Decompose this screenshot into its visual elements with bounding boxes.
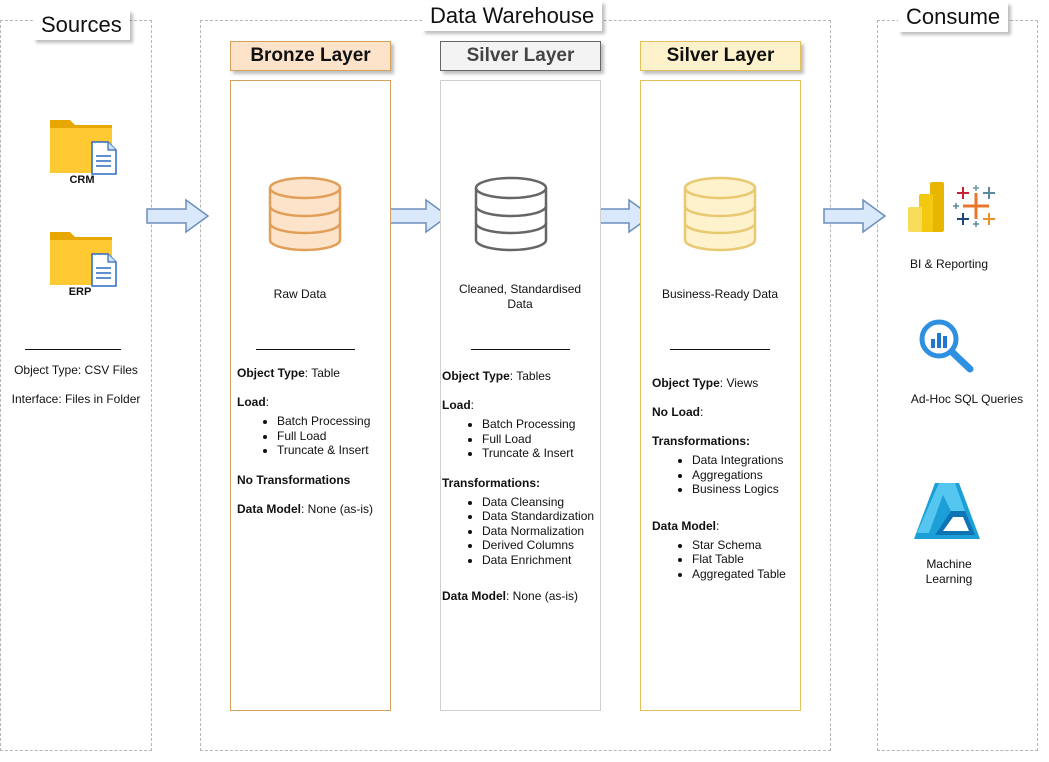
silver-details: Object Type: Tables Load: Batch Processi…	[442, 369, 598, 618]
bi-reporting-label: BI & Reporting	[909, 257, 989, 271]
silver-object-type-value: : Tables	[509, 369, 551, 383]
sources-interface: Interface: Files in Folder	[11, 392, 141, 406]
tableau-icon	[953, 185, 995, 227]
silver-database-icon	[474, 176, 548, 252]
gold-object-type-label: Object Type	[652, 376, 720, 390]
gold-load-suffix: :	[700, 405, 704, 419]
silver-load-list: Batch Processing Full Load Truncate & In…	[442, 417, 598, 461]
bronze-data-model-value: : None (as-is)	[301, 501, 374, 516]
gold-load-label: No Load	[652, 405, 700, 419]
gold-layer-header: Silver Layer	[640, 41, 801, 71]
gold-description: Business-Ready Data	[661, 287, 779, 301]
list-item: Derived Columns	[482, 538, 598, 553]
machine-learning-icon	[914, 483, 980, 539]
bronze-details: Object Type: Table Load: Batch Processin…	[237, 366, 387, 531]
bronze-layer-header: Bronze Layer	[230, 41, 391, 71]
silver-transform-list: Data Cleansing Data Standardization Data…	[442, 495, 598, 568]
crm-folder-icon	[50, 120, 117, 175]
bronze-database-icon	[268, 176, 342, 252]
silver-separator	[471, 349, 570, 350]
erp-folder-icon	[50, 232, 117, 287]
gold-separator	[670, 349, 770, 350]
list-item: Data Cleansing	[482, 495, 598, 510]
bronze-description: Raw Data	[273, 287, 327, 301]
list-item: Data Enrichment	[482, 553, 598, 568]
list-item: Data Standardization	[482, 509, 598, 524]
silver-layer-header: Silver Layer	[440, 41, 601, 71]
sql-query-icon	[919, 319, 974, 373]
gold-transformations-label: Transformations:	[652, 434, 751, 448]
silver-data-model-value: : None (as-is)	[506, 589, 579, 603]
consume-region	[877, 20, 1038, 751]
list-item: Truncate & Insert	[277, 443, 387, 458]
gold-data-model-label: Data Model	[652, 518, 717, 533]
gold-database-icon	[683, 176, 757, 252]
silver-load-suffix: :	[470, 398, 475, 412]
gold-details: Object Type: Views No Load: Transformati…	[652, 376, 798, 596]
list-item: Full Load	[482, 432, 598, 447]
arrow-sources-to-bronze-icon	[146, 198, 210, 234]
erp-label: ERP	[68, 286, 92, 298]
bronze-separator	[256, 349, 355, 350]
bronze-data-model-label: Data Model	[237, 501, 302, 516]
gold-data-model-value: :	[716, 518, 720, 533]
arrow-bronze-to-silver-icon	[386, 198, 450, 234]
silver-description: Cleaned, Standardised Data	[458, 282, 582, 311]
list-item: Business Logics	[692, 482, 798, 497]
list-item: Data Integrations	[692, 453, 798, 468]
bronze-load-label: Load	[237, 395, 266, 409]
list-item: Truncate & Insert	[482, 446, 598, 461]
list-item: Aggregated Table	[692, 567, 798, 582]
sources-title: Sources	[33, 10, 130, 40]
bronze-object-type-label: Object Type	[237, 366, 305, 380]
list-item: Data Normalization	[482, 524, 598, 539]
silver-object-type-label: Object Type	[442, 369, 510, 383]
silver-transformations-label: Transformations:	[442, 475, 541, 490]
sql-queries-label: Ad-Hoc SQL Queries	[910, 392, 1024, 406]
gold-object-type-value: : Views	[719, 376, 759, 390]
gold-transform-list: Data Integrations Aggregations Business …	[652, 453, 798, 497]
machine-learning-label: Machine Learning	[925, 557, 973, 586]
sources-object-type: Object Type: CSV Files	[14, 363, 138, 377]
power-bi-icon	[908, 182, 944, 232]
bronze-load-suffix: :	[265, 395, 270, 409]
list-item: Aggregations	[692, 468, 798, 483]
gold-model-list: Star Schema Flat Table Aggregated Table	[652, 538, 798, 582]
arrow-gold-to-consume-icon	[823, 198, 887, 234]
silver-load-label: Load	[442, 398, 471, 412]
consume-title: Consume	[898, 2, 1009, 32]
bronze-load-list: Batch Processing Full Load Truncate & In…	[237, 414, 387, 458]
crm-label: CRM	[69, 174, 95, 186]
list-item: Batch Processing	[482, 417, 598, 432]
list-item: Batch Processing	[277, 414, 387, 429]
list-item: Star Schema	[692, 538, 798, 553]
list-item: Flat Table	[692, 552, 798, 567]
sources-separator	[25, 349, 121, 350]
list-item: Full Load	[277, 429, 387, 444]
bronze-transformations-label: No Transformations	[237, 472, 351, 487]
silver-data-model-label: Data Model	[442, 589, 507, 603]
warehouse-title: Data Warehouse	[422, 1, 603, 31]
bronze-object-type-value: : Table	[304, 366, 340, 380]
